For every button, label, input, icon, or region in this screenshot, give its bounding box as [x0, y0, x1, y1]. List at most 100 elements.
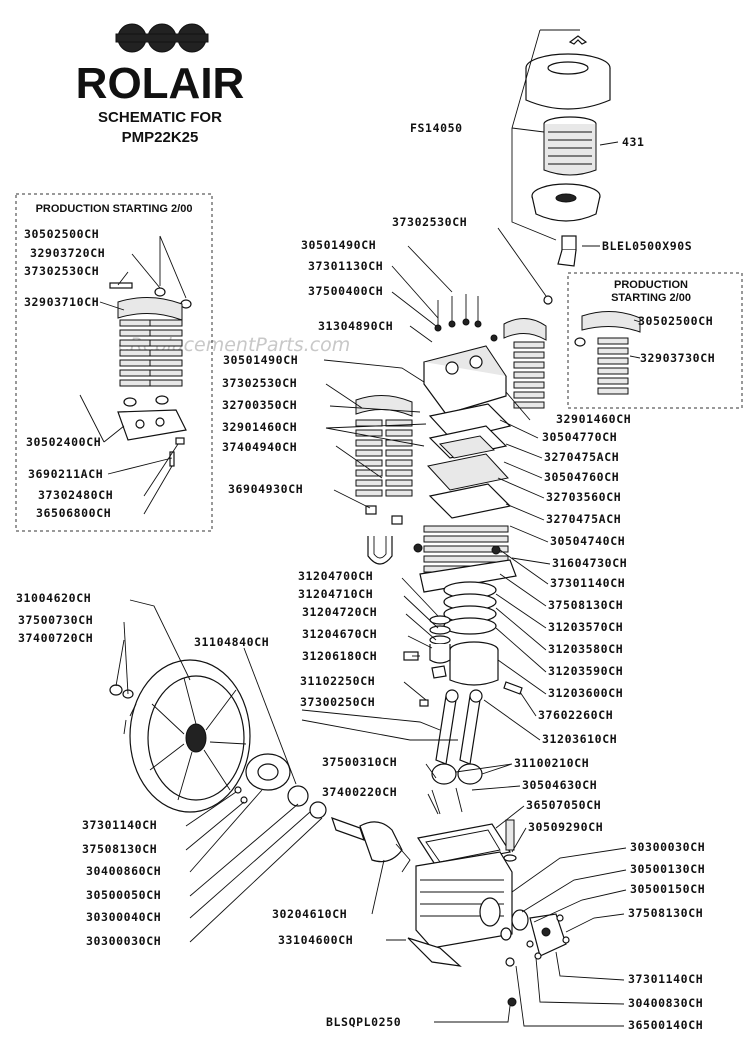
elbow-fitting: [557, 235, 577, 267]
right-leaders: [455, 391, 627, 1027]
left-box-title: PRODUCTION STARTING 2/00: [36, 203, 193, 215]
side-cover: [500, 909, 570, 1007]
lb-label-3: 32903710CH: [24, 295, 99, 309]
piston-rings: [443, 581, 497, 635]
bl-label-0: 30204610CH: [272, 907, 347, 921]
subtitle-line2: PMP22K25: [122, 129, 199, 146]
hl-label-0: 30501490CH: [301, 238, 376, 252]
left-manifold: [117, 409, 187, 441]
rc-label-23: 37508130CH: [628, 906, 703, 920]
ll-label-4: 37508130CH: [82, 842, 157, 856]
rc-label-7: 31604730CH: [552, 556, 627, 570]
top-label-0: FS14050: [410, 121, 463, 135]
cl-label-8: 37400220CH: [322, 785, 397, 799]
right-box-title-1: PRODUCTION: [614, 279, 688, 291]
u-tube: [367, 536, 393, 565]
rc-label-20: 30300030CH: [630, 840, 705, 854]
connecting-rods: [419, 689, 483, 815]
lb-label-1: 32903720CH: [30, 246, 105, 260]
small-pistons-left: [403, 615, 451, 664]
cl-label-3: 31204670CH: [302, 627, 377, 641]
crankshaft: [331, 817, 411, 873]
cl-label-9: 31104840CH: [194, 635, 269, 649]
rc-label-12: 31203590CH: [548, 664, 623, 678]
rc-label-14: 37602260CH: [538, 708, 613, 722]
breather: [505, 819, 515, 851]
hl-label-2: 37500400CH: [308, 284, 383, 298]
ll-label-2: 37400720CH: [18, 631, 93, 645]
brand-name: ROLAIR: [76, 59, 245, 108]
bl-label-1: 33104600CH: [278, 933, 353, 947]
rc-label-3: 30504760CH: [544, 470, 619, 484]
cl-label-5: 31102250CH: [300, 674, 375, 688]
rc-label-21: 30500130CH: [630, 862, 705, 876]
rc-label-17: 30504630CH: [522, 778, 597, 792]
ll-label-5: 30400860CH: [86, 864, 161, 878]
ll-label-6: 30500050CH: [86, 888, 161, 902]
rc-label-4: 32703560CH: [546, 490, 621, 504]
wing-nut: [568, 35, 588, 45]
lb-label-0: 30502500CH: [24, 227, 99, 241]
bl-label-2: BLSQPL0250: [326, 1015, 401, 1029]
rc-label-0: 32901460CH: [556, 412, 631, 426]
right-box-title-2: STARTING 2/00: [611, 292, 691, 304]
cl-label-7: 37500310CH: [322, 755, 397, 769]
rc-label-18: 36507050CH: [526, 798, 601, 812]
rc-label-11: 31203580CH: [548, 642, 623, 656]
bearings-left: [245, 753, 327, 819]
top-label-1: 431: [622, 135, 645, 149]
hl-label-9: 36904930CH: [228, 482, 303, 496]
rc-label-16: 31100210CH: [514, 756, 589, 770]
cylinder-block: [413, 525, 517, 593]
rc-label-5: 3270475ACH: [546, 512, 621, 526]
lb-label-6: 37302480CH: [38, 488, 113, 502]
ll-label-3: 37301140CH: [82, 818, 157, 832]
rc-label-22: 30500150CH: [630, 882, 705, 896]
head-right-fins: [503, 318, 547, 409]
flywheel: [123, 659, 251, 813]
hl-label-8: 37404940CH: [222, 440, 297, 454]
rc-label-8: 37301140CH: [550, 576, 625, 590]
lb-label-7: 36506800CH: [36, 506, 111, 520]
cl-label-1: 31204710CH: [298, 587, 373, 601]
lb-label-4: 30502400CH: [26, 435, 101, 449]
ll-label-1: 37500730CH: [18, 613, 93, 627]
ll-label-8: 30300030CH: [86, 934, 161, 948]
ll-label-7: 30300040CH: [86, 910, 161, 924]
rb-label-1: 32903730CH: [640, 351, 715, 365]
head-left-fins: [355, 395, 413, 565]
left-box-parts: [109, 282, 192, 467]
lb-label-2: 37302530CH: [24, 264, 99, 278]
rc-label-25: 30400830CH: [628, 996, 703, 1010]
rc-label-19: 30509290CH: [528, 820, 603, 834]
valve-plates: [427, 403, 512, 519]
rc-label-24: 37301140CH: [628, 972, 703, 986]
right-production-box: [567, 272, 743, 409]
subtitle-line1: SCHEMATIC FOR: [98, 109, 222, 126]
top-label-2: BLEL0500X90S: [602, 239, 692, 253]
cl-label-0: 31204700CH: [298, 569, 373, 583]
hl-label-7: 32901460CH: [222, 420, 297, 434]
rc-label-10: 31203570CH: [548, 620, 623, 634]
crankcase: [407, 819, 517, 967]
left-fins-1: [119, 319, 183, 387]
rc-label-1: 30504770CH: [542, 430, 617, 444]
center-leaders: [243, 577, 458, 815]
rc-label-2: 3270475ACH: [544, 450, 619, 464]
piston: [431, 641, 523, 695]
left-box-leaders: [79, 235, 187, 515]
rc-label-15: 31203610CH: [542, 732, 617, 746]
rc-label-13: 31203600CH: [548, 686, 623, 700]
ll-label-0: 31004620CH: [16, 591, 91, 605]
rc-label-9: 37508130CH: [548, 598, 623, 612]
logo-bar: [115, 33, 209, 43]
rc-label-6: 30504740CH: [550, 534, 625, 548]
top-label-3: 37302530CH: [392, 215, 467, 229]
hl-label-3: 31304890CH: [318, 319, 393, 333]
left-production-box: [15, 193, 213, 532]
cl-label-2: 31204720CH: [302, 605, 377, 619]
left-valve-cover: [117, 296, 183, 321]
hl-label-1: 37301130CH: [308, 259, 383, 273]
filter-base: [531, 183, 601, 222]
